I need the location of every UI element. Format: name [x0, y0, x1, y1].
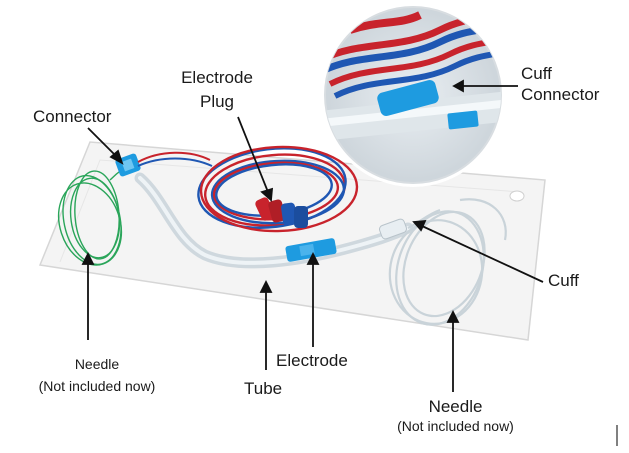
label-needle-left: Needle (Not included now): [22, 356, 172, 394]
label-cuff-connector-line2: Connector: [521, 84, 600, 104]
label-needle-right-line2: (Not included now): [397, 417, 514, 434]
electrode-plugs: [255, 197, 308, 228]
annotation-arrows: [81, 79, 544, 392]
label-needle-left-line1: Needle: [74, 356, 120, 372]
label-cuff-connector: Cuff Connector: [521, 64, 599, 104]
tray: [38, 141, 546, 341]
label-tube: Tube: [244, 379, 283, 398]
label-needle-left-line2: (Not included now): [38, 378, 156, 395]
label-cuff: Cuff: [548, 271, 579, 290]
label-connector: Connector: [33, 107, 112, 126]
label-electrode-plug-line1: Electrode: [181, 68, 253, 87]
label-needle-right: Needle (Not included now): [378, 397, 533, 434]
label-electrode-plug-line2: Plug: [199, 91, 235, 111]
label-electrode: Electrode: [276, 351, 348, 370]
magnified-inset: [321, 3, 505, 187]
label-cuff-connector-line1: Cuff: [521, 64, 552, 83]
label-needle-right-line1: Needle: [428, 397, 483, 416]
cuff-line-coil: [388, 198, 507, 326]
cuff-valve: [379, 218, 407, 240]
label-electrode-plug: Electrode Plug: [172, 68, 262, 111]
